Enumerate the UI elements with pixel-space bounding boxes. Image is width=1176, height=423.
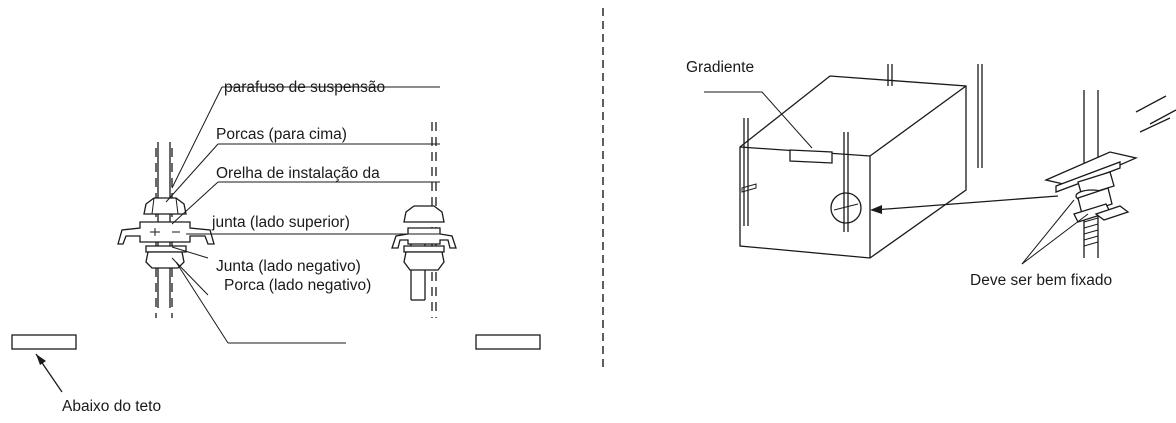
label-gradient: Gradiente — [686, 59, 754, 76]
hanger-assembly-main — [117, 142, 215, 318]
lower-gasket-2 — [403, 245, 445, 253]
label-nuts-up: Porcas (para cima) — [216, 126, 347, 143]
leader-fixed-1 — [1021, 199, 1075, 265]
left-panel-hanger-detail: parafuso de suspensão Porcas (para cima)… — [11, 79, 541, 415]
leader-fixed-2 — [1021, 213, 1089, 265]
ceiling-piece-right — [475, 334, 541, 350]
bracket-plate-edge — [1055, 161, 1121, 193]
upper-nut — [143, 197, 187, 215]
mounting-ear-2 — [391, 227, 457, 249]
lower-nut — [145, 251, 185, 269]
detail-pointer-line — [873, 195, 1059, 211]
leader-ceiling — [175, 261, 229, 344]
hanger-assembly-secondary — [391, 122, 457, 318]
leader-nuts — [165, 143, 219, 203]
label-ear-line1: Orelha de instalação da — [216, 165, 380, 182]
detail-circle — [830, 192, 862, 224]
leader-bolt — [171, 86, 223, 189]
bracket-rails — [1135, 95, 1176, 133]
detail-rod-thread — [1083, 217, 1099, 247]
leader-lines-left — [35, 86, 440, 393]
upper-nut-2 — [403, 205, 445, 223]
leader-gasket-neg — [171, 246, 209, 259]
upper-nut-facet — [151, 197, 155, 215]
right-panel-unit-detail: Gradiente Deve ser bem fixado — [686, 59, 1176, 289]
fixing-detail-enlarged — [1043, 90, 1176, 258]
leader-lines-right — [704, 91, 1089, 265]
leader-nut-neg — [171, 257, 209, 296]
label-must-be-fixed: Deve ser bem fixado — [970, 272, 1112, 289]
label-suspension-bolt: parafuso de suspensão — [224, 79, 385, 96]
label-nut-neg: Porca (lado negativo) — [224, 277, 371, 294]
label-gasket-neg: Junta (lado negativo) — [216, 258, 361, 275]
label-below-ceiling: Abaixo do teto — [62, 398, 161, 415]
detail-pointer-head — [870, 205, 882, 214]
mounting-ear — [117, 221, 215, 245]
leader-ear — [171, 181, 219, 225]
gradient-level — [789, 149, 833, 164]
leader-gradient — [704, 91, 813, 149]
detail-nut-bottom — [1077, 187, 1113, 215]
label-ear-line2: junta (lado superior) — [211, 214, 350, 231]
ceiling-piece-left — [11, 334, 77, 350]
lower-nut-2 — [403, 251, 445, 271]
hanger-ear-1 — [741, 183, 757, 193]
detail-plate-tab — [1094, 205, 1130, 221]
detail-circle-mark — [833, 203, 859, 211]
unit-box — [739, 75, 967, 259]
box-outline — [739, 75, 967, 259]
lower-gasket — [145, 245, 187, 253]
ceiling-arrow-head — [36, 354, 46, 365]
upper-nut-facet — [175, 197, 179, 215]
